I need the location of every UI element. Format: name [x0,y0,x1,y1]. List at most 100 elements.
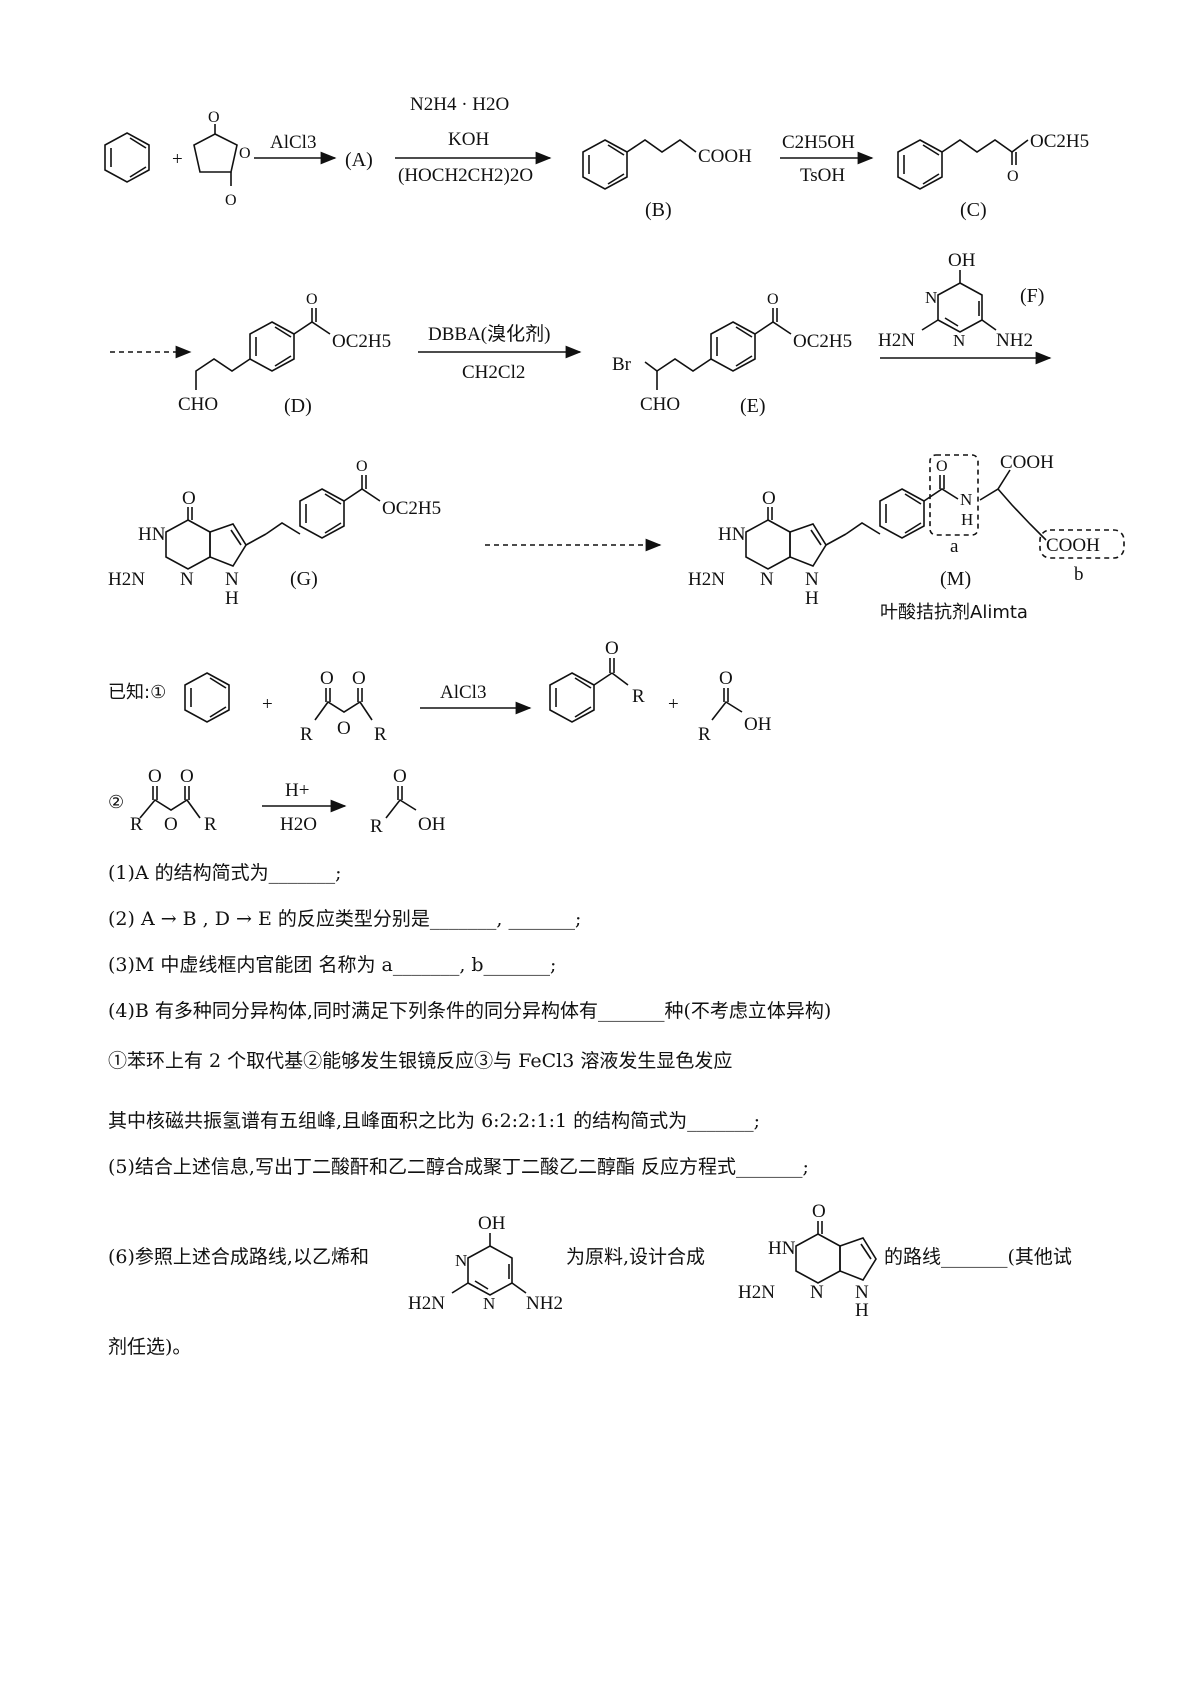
svg-text:O: O [356,458,368,475]
label-G: (G) [290,568,318,590]
question-4-conditions: ①苯环上有 2 个取代基②能够发生银镜反应③与 FeCl3 溶液发生显色发应 [108,1050,733,1072]
condition-tsoh: TsOH [800,165,845,186]
M-ring-nh-n: N [805,569,819,590]
q6-target-hn: HN [768,1238,796,1259]
svg-text:O: O [208,109,220,126]
F-n1: N [925,288,937,307]
compound-G-structure: O [165,458,381,570]
q6-target-h2n: H2N [738,1282,775,1303]
known-cond: AlCl3 [440,682,486,703]
known-plus: + [262,694,273,715]
M-o: O [762,488,776,509]
question-3: (3)M 中虚线框内官能团 名称为 a_______, b_______; [108,954,557,976]
condition-dbba: DBBA(溴化剂) [428,323,550,345]
M-name: 叶酸拮抗剂Alimta [880,602,1028,623]
condition-hydrazine: N2H4 · H2O [410,94,509,115]
q6-target-nh-h: H [855,1300,869,1321]
tag-a: a [950,536,959,557]
compound-D-structure: O [195,291,331,390]
known-o2: O [352,668,366,689]
label-E: (E) [740,395,766,417]
known-anhydride [314,688,373,721]
q6-target-structure [795,1221,877,1284]
M-ring-nh-h: H [805,588,819,609]
svg-text:O: O [1007,168,1019,185]
G-nh-h: H [225,588,239,609]
known-acid [711,688,743,721]
G-ester: OC2H5 [382,498,441,519]
known-r1: R [300,724,313,745]
known-plus2: + [668,694,679,715]
q6-n1: N [455,1251,467,1270]
known2-o2: O [180,766,194,787]
F-h2n: H2N [878,330,915,351]
known-o-bridge: O [337,718,351,739]
q6-h2n: H2N [408,1293,445,1314]
F-n2: N [953,331,965,350]
M-cooh-b: COOH [1046,535,1100,556]
M-n: N [760,569,774,590]
known-item2: ② [108,792,124,813]
B-cooh: COOH [698,146,752,167]
svg-text:O: O [936,458,948,475]
known-benzene [184,672,230,723]
known-acid-r: R [698,724,711,745]
q6-target-nh-n: N [855,1282,869,1303]
svg-text:O: O [767,291,779,308]
known-ketone-o: O [605,638,619,659]
condition-koh: KOH [448,129,489,150]
condition-ch2cl2: CH2Cl2 [462,362,525,383]
compound-M-structure: O [745,454,1125,570]
known-ketone-r: R [632,686,645,707]
q6-target-o: O [812,1201,826,1222]
compound-B-structure [582,139,697,190]
succinic-anhydride-structure: O O O [193,109,251,209]
svg-text:O: O [239,145,251,162]
known-ketone [549,658,629,723]
known2-acid-o: O [393,766,407,787]
question-6-part-b: 为原料,设计合成 [566,1246,706,1268]
label-C: (C) [960,199,987,221]
known2-cond-top: H+ [285,780,309,801]
D-cho: CHO [178,394,218,415]
F-nh2: NH2 [996,330,1033,351]
question-4-nmr: 其中核磁共振氢谱有五组峰,且峰面积之比为 6:2:2:1:1 的结构简式为___… [108,1110,761,1132]
G-h2n: H2N [108,569,145,590]
known2-r2: R [204,814,217,835]
question-6-part-d: 剂任选)。 [108,1336,192,1358]
G-o: O [182,488,196,509]
known-acid-o: O [719,668,733,689]
known2-acid-r: R [370,816,383,837]
label-D: (D) [284,395,312,417]
condition-ethanol: C2H5OH [782,132,855,153]
tag-b: b [1074,564,1084,585]
q6-n2: N [483,1294,495,1313]
question-1: (1)A 的结构简式为_______; [108,862,342,884]
known-prefix: 已知:① [108,682,166,703]
G-n: N [180,569,194,590]
F-oh: OH [948,250,976,271]
question-6-part-c: 的路线_______(其他试 [884,1246,1072,1268]
M-amide-h: H [961,510,973,529]
q6-target-n: N [810,1282,824,1303]
q6-nh2: NH2 [526,1293,563,1314]
known2-acid-oh: OH [418,814,446,835]
label-B: (B) [645,199,672,221]
label-A: (A) [345,149,373,171]
E-cho: CHO [640,394,680,415]
compound-E-structure: O [644,291,792,390]
C-ester: OC2H5 [1030,131,1089,152]
known2-cond-bot: H2O [280,814,317,835]
F-label: (F) [1020,285,1044,307]
condition-alcl3: AlCl3 [270,132,316,153]
question-4: (4)B 有多种同分异构体,同时满足下列条件的同分异构体有_______种(不考… [108,1000,832,1022]
svg-text:O: O [225,192,237,209]
known2-r1: R [130,814,143,835]
known-o1: O [320,668,334,689]
M-cooh-top: COOH [1000,452,1054,473]
compound-C-structure: O [897,139,1029,190]
known2-o1: O [148,766,162,787]
G-nh-n: N [225,569,239,590]
plus-sign: + [172,149,183,170]
